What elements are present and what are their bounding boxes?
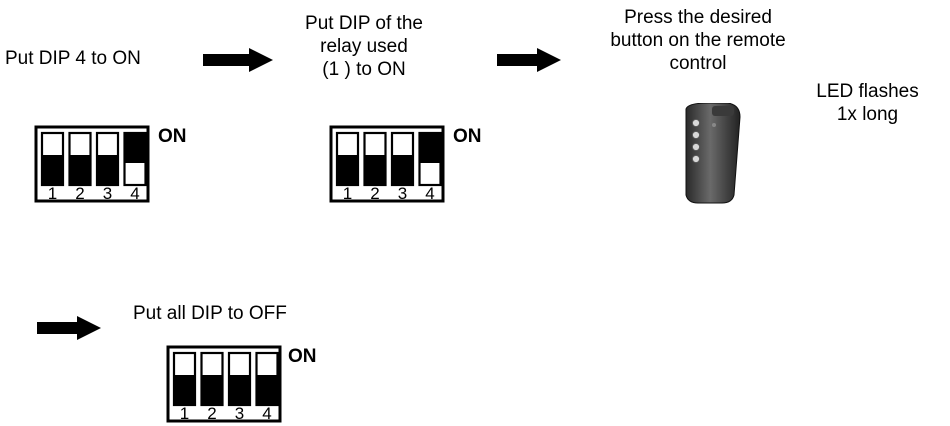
dip-number: 1: [343, 184, 352, 203]
remote-control-icon: [685, 103, 741, 204]
dip-toggle-on: [124, 133, 146, 163]
dip-toggle-off: [69, 155, 91, 185]
dip-toggle-off: [392, 155, 413, 185]
dip-toggle-off: [337, 155, 358, 185]
dip-number: 3: [103, 184, 112, 203]
step2-line2: relay used: [320, 36, 408, 57]
led-line2: 1x long: [836, 104, 899, 125]
dip-number: 3: [398, 184, 407, 203]
dip-toggle-on: [419, 133, 441, 163]
right-arrow-icon: [37, 316, 101, 340]
dip-number: 4: [130, 184, 139, 203]
step2-line3: (1 ) to ON: [322, 59, 406, 80]
dip-number: 2: [207, 404, 216, 423]
on-label: ON: [453, 126, 482, 147]
dip-number: 4: [425, 184, 434, 203]
dip-toggle-off: [42, 155, 63, 185]
step3-line3: control: [669, 53, 727, 74]
dip-number: 4: [262, 404, 271, 423]
right-arrow-icon: [497, 48, 561, 72]
dip-number: 1: [48, 184, 57, 203]
dip-toggle-off: [201, 375, 223, 405]
dip-number: 2: [370, 184, 379, 203]
dip-toggle-off: [364, 155, 386, 185]
dip-number: 2: [75, 184, 84, 203]
dip-number: 1: [180, 404, 189, 423]
dip-toggle-off: [229, 375, 250, 405]
step2-instruction: Put DIP of the relay used (1 ) to ON: [289, 12, 439, 81]
led-flash-note: LED flashes 1x long: [785, 80, 950, 126]
step2-line1: Put DIP of the: [305, 13, 423, 34]
right-arrow-icon: [203, 48, 273, 72]
dip-number: 3: [235, 404, 244, 423]
dip-toggle-off: [97, 155, 118, 185]
dip-toggle-off: [174, 375, 195, 405]
step3-instruction: Press the desired button on the remote c…: [578, 6, 818, 75]
on-label: ON: [158, 126, 187, 147]
dip-toggle-off: [256, 375, 278, 405]
step1-instruction: Put DIP 4 to ON: [5, 48, 141, 69]
step4-instruction: Put all DIP to OFF: [133, 303, 287, 324]
step3-line2: button on the remote: [610, 30, 786, 51]
step3-line1: Press the desired: [624, 7, 772, 28]
on-label: ON: [288, 346, 317, 367]
led-line1: LED flashes: [816, 81, 919, 102]
